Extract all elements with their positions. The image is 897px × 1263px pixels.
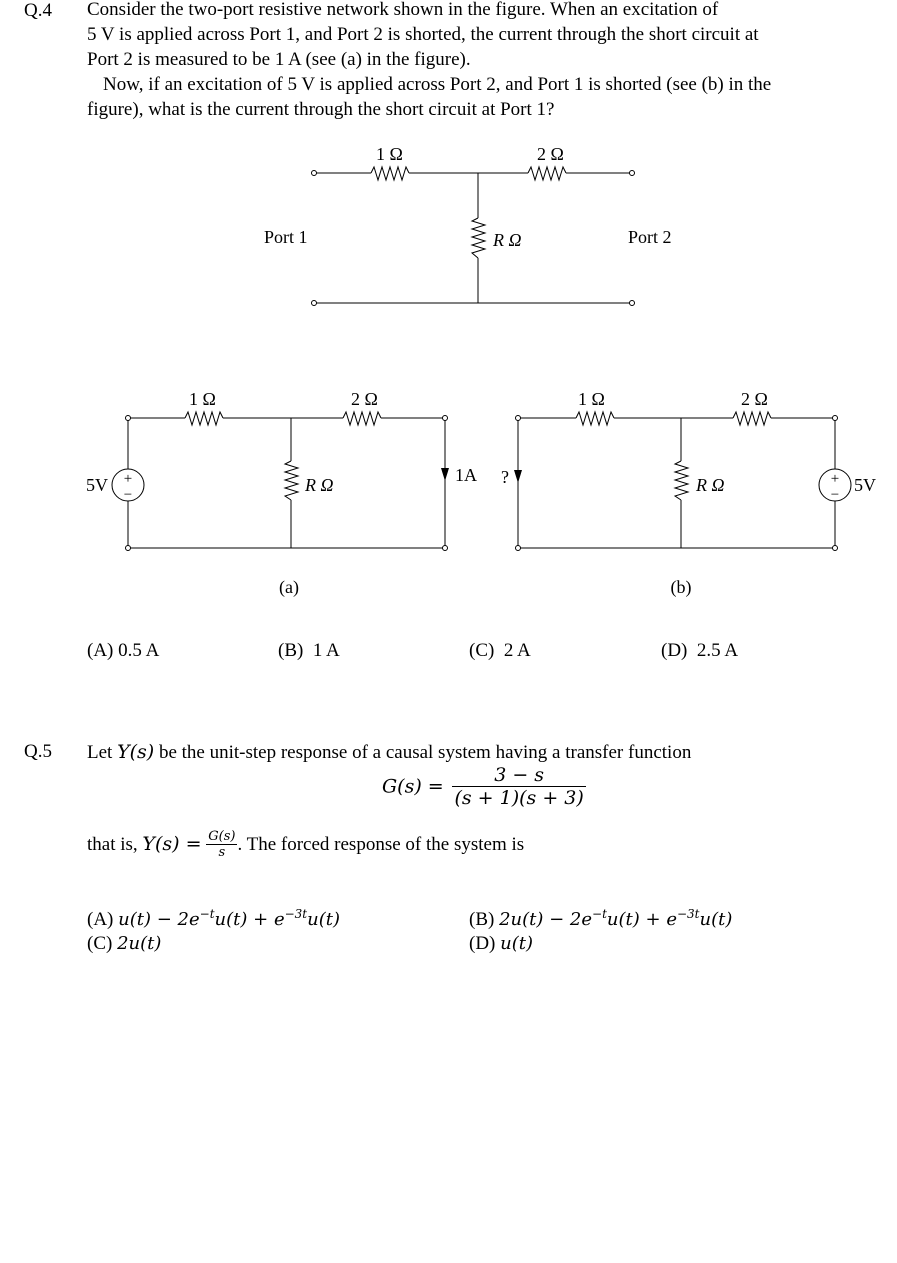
q5-number: Q.5 <box>24 741 52 762</box>
q5-that-is: that is, Y(s) = G(s) s . The forced resp… <box>87 829 525 860</box>
q5-option-b[interactable]: (B) 2u(t) − 2e−tu(t) + e−3tu(t) <box>469 907 733 930</box>
q5-g-of-s: G(s) = <box>382 775 444 798</box>
b-resistor-1ohm <box>575 410 615 427</box>
b-caption: (b) <box>671 577 692 598</box>
q5-tf-numerator: 3 − s <box>452 764 586 787</box>
a-caption: (a) <box>279 577 299 598</box>
b-resistor-2ohm <box>732 410 772 427</box>
b-label-1ohm: 1 Ω <box>578 389 605 409</box>
two-port-network-figure: 1 Ω 2 Ω R Ω Port 1 Port 2 <box>264 144 672 306</box>
q4-number: Q.4 <box>24 0 52 21</box>
q4-question-text: Consider the two-port resistive network … <box>87 0 887 122</box>
q4-line-1: Consider the two-port resistive network … <box>87 0 719 20</box>
label-r-ohm: R Ω <box>492 230 522 250</box>
b-label-unknown-current: ? <box>501 467 509 487</box>
b-label-r-ohm: R Ω <box>695 475 725 495</box>
a-minus-sign: − <box>124 487 132 503</box>
q4-option-a[interactable]: (A) 0.5 A <box>87 640 160 661</box>
a-label-r-ohm: R Ω <box>304 475 334 495</box>
q4-option-c[interactable]: (C) 2 A <box>469 640 531 661</box>
q5-y-of-s: Y(s) <box>117 741 155 763</box>
label-port-2: Port 2 <box>628 227 672 247</box>
label-2ohm: 2 Ω <box>537 144 564 164</box>
q4-line-2: 5 V is applied across Port 1, and Port 2… <box>87 24 759 45</box>
b-minus-sign: − <box>831 487 839 503</box>
label-port-1: Port 1 <box>264 227 308 247</box>
circuit-figures-a-b: 1 Ω 2 Ω R Ω 5V + − 1A (a) 1 Ω 2 Ω R Ω 5V… <box>86 389 876 598</box>
q5-ys-denominator: s <box>218 845 226 860</box>
q5-transfer-function: G(s) = 3 − s (s + 1)(s + 3) <box>382 764 586 809</box>
q4-line-4: Now, if an excitation of 5 V is applied … <box>103 74 772 95</box>
b-resistor-r <box>673 460 690 501</box>
q4-line-5: figure), what is the current through the… <box>87 99 555 120</box>
q4-option-b[interactable]: (B) 1 A <box>278 640 340 661</box>
a-resistor-1ohm <box>184 410 224 427</box>
a-resistor-2ohm <box>342 410 382 427</box>
a-label-current: 1A <box>455 465 477 485</box>
resistor-2ohm <box>527 165 567 182</box>
a-resistor-r <box>283 460 300 501</box>
q5-ys-numerator: G(s) <box>206 829 238 845</box>
a-label-5v: 5V <box>86 475 108 495</box>
b-plus-sign: + <box>831 471 839 487</box>
q5-option-d[interactable]: (D) u(t) <box>469 933 534 954</box>
b-label-5v: 5V <box>854 475 876 495</box>
a-plus-sign: + <box>124 471 132 487</box>
a-label-1ohm: 1 Ω <box>189 389 216 409</box>
q4-line-3: Port 2 is measured to be 1 A (see (a) in… <box>87 49 471 70</box>
q5-option-a[interactable]: (A) u(t) − 2e−tu(t) + e−3tu(t) <box>87 907 340 930</box>
a-label-2ohm: 2 Ω <box>351 389 378 409</box>
b-label-2ohm: 2 Ω <box>741 389 768 409</box>
label-1ohm: 1 Ω <box>376 144 403 164</box>
q5-intro: Let Y(s) be the unit-step response of a … <box>87 741 692 763</box>
resistor-r <box>470 217 487 259</box>
q5-tf-denominator: (s + 1)(s + 3) <box>454 787 584 809</box>
q5-option-c[interactable]: (C) 2u(t) <box>87 933 162 954</box>
q4-option-d[interactable]: (D) 2.5 A <box>661 640 739 661</box>
b-current-arrow <box>514 470 522 483</box>
a-current-arrow <box>441 468 449 481</box>
resistor-1ohm <box>370 165 410 182</box>
